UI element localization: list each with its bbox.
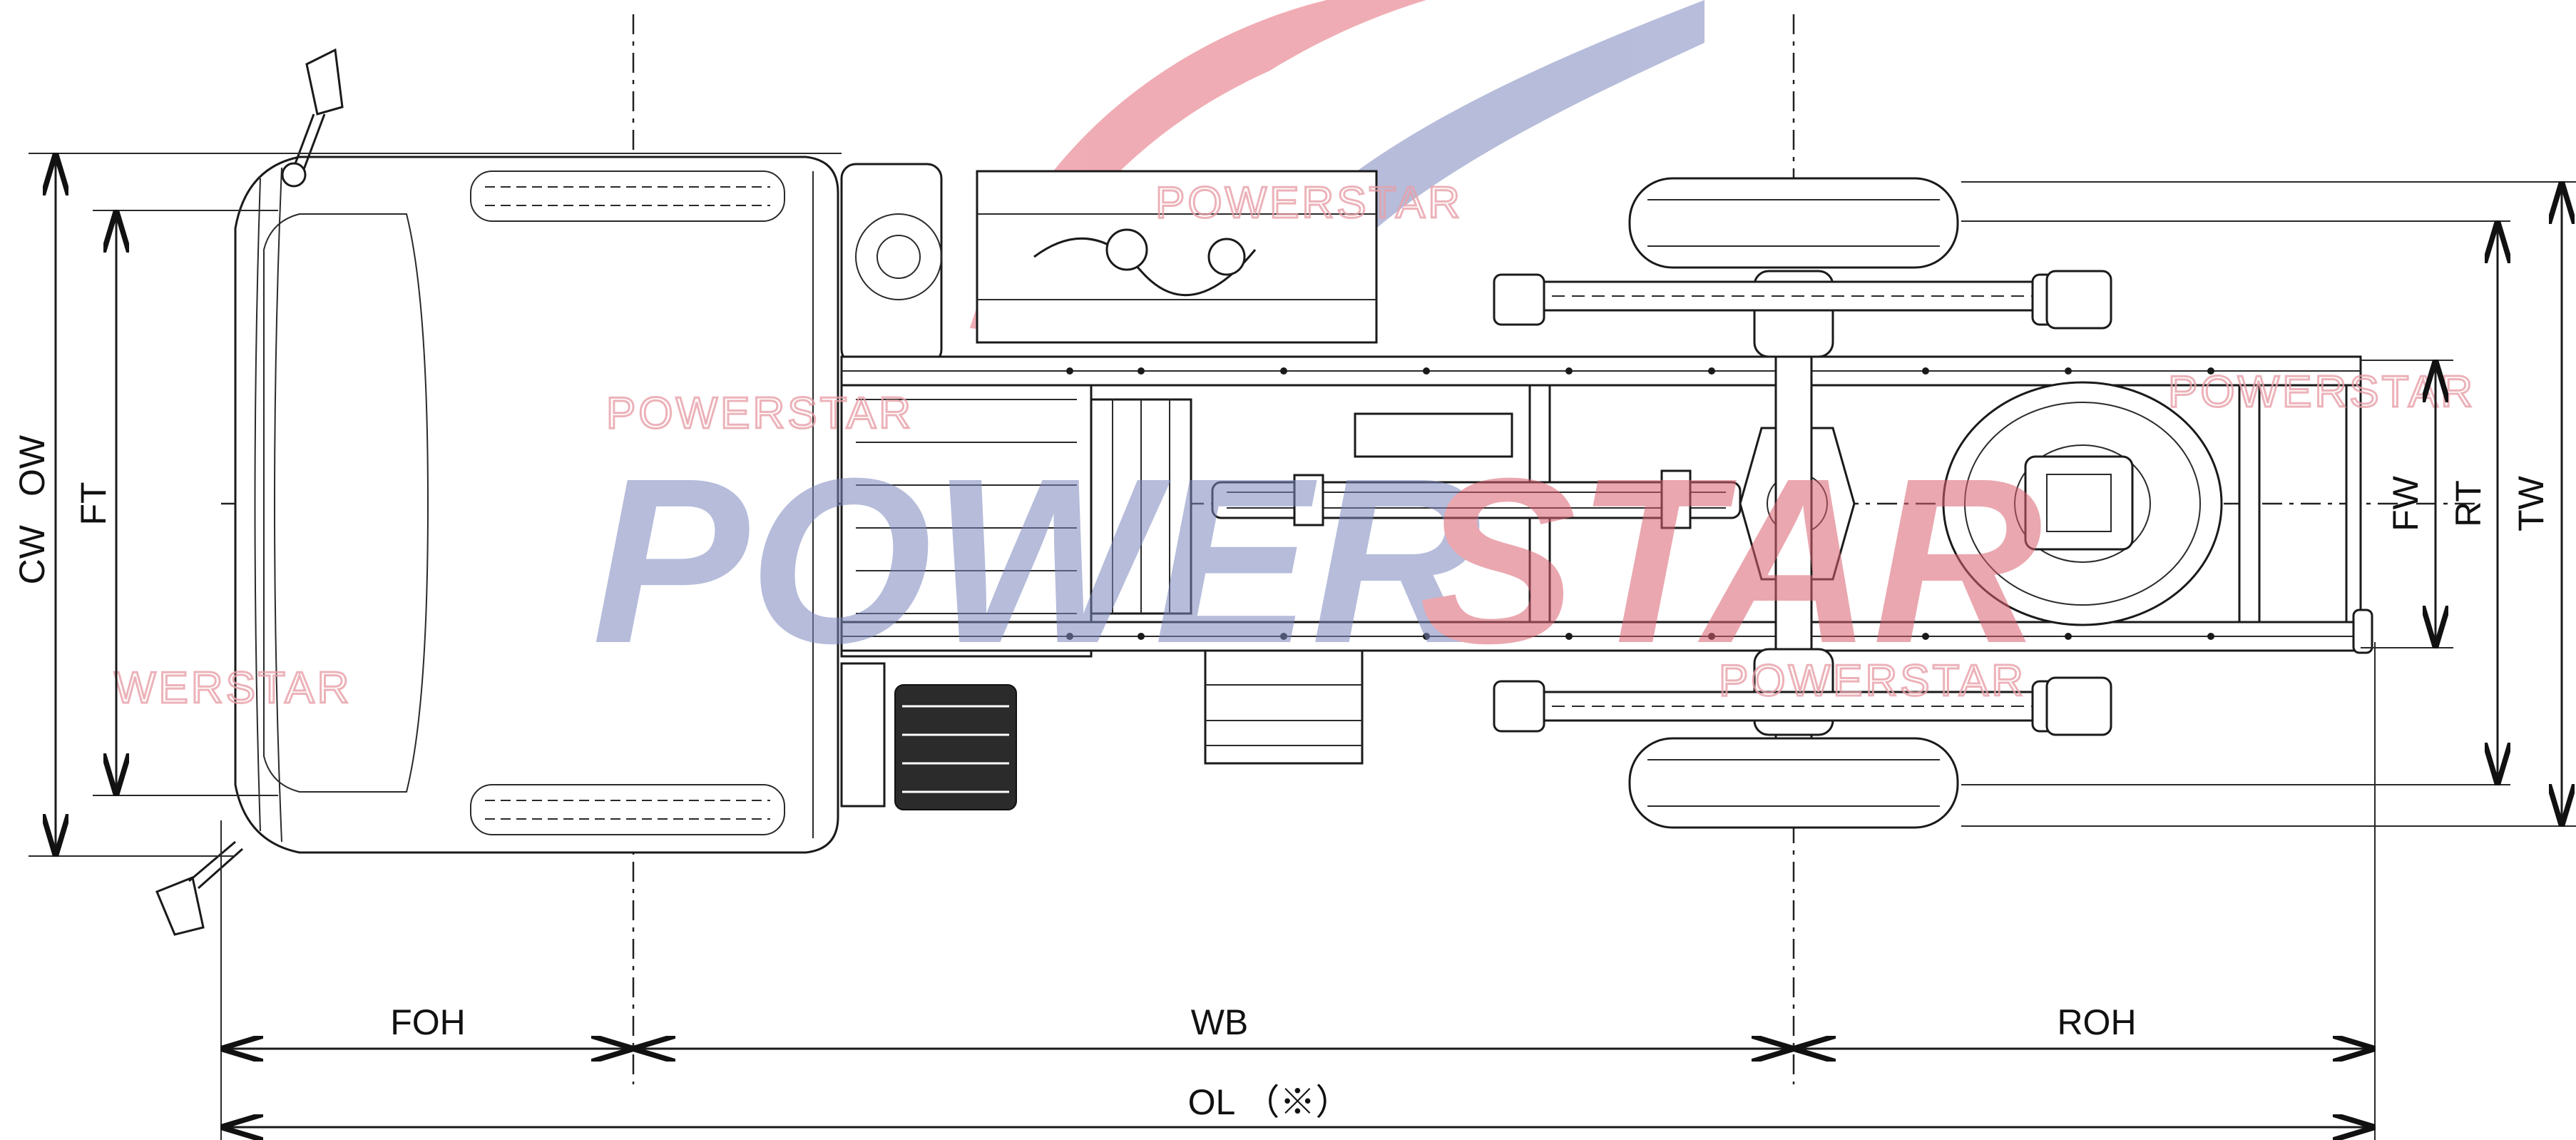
ow-label: OW <box>12 434 52 497</box>
watermark-power: POWER <box>592 429 1481 692</box>
roh-label: ROH <box>2057 1002 2136 1042</box>
watermark-star: STAR <box>1419 429 2043 692</box>
foh-label: FOH <box>390 1002 466 1042</box>
battery-box <box>1204 648 1364 765</box>
watermark-small-4: POWERSTAR <box>1719 656 2026 706</box>
watermark-small-5: WERSTAR <box>114 663 352 713</box>
engine <box>840 163 1192 658</box>
cw-ow-label-group: CW OW <box>12 434 52 584</box>
watermark-small-labels: POWERSTAR POWERSTAR POWERSTAR POWERSTAR … <box>113 178 2475 714</box>
watermark-text: POWER STAR <box>592 429 2043 692</box>
left-vertical-dimensions <box>56 155 116 855</box>
spare-wheel <box>1942 381 2223 626</box>
fuel-tank <box>976 170 1378 344</box>
tw-label: TW <box>2511 475 2551 531</box>
rear-wheel-lower <box>1628 737 1959 829</box>
cab <box>234 156 839 854</box>
ft-label: FT <box>73 482 113 525</box>
fw-label: FW <box>2386 475 2426 531</box>
propeller-shaft <box>1211 469 1742 529</box>
watermark-small-2: POWERSTAR <box>606 389 914 438</box>
left-mirror <box>281 48 344 188</box>
watermark-small-1: POWERSTAR <box>1155 178 1463 228</box>
right-vertical-dimensions <box>2436 183 2562 825</box>
cw-label: CW <box>12 524 52 584</box>
horizontal-dimensions <box>223 1049 2373 1127</box>
ol-label: OL （※） <box>1188 1082 1351 1122</box>
wb-label: WB <box>1191 1002 1249 1042</box>
leaf-springs-lower <box>1493 676 2112 736</box>
radiator <box>840 662 1017 810</box>
watermark-small-3: POWERSTAR <box>2168 367 2475 417</box>
chassis-frame <box>840 355 2373 654</box>
rt-label: RT <box>2448 480 2488 527</box>
rear-wheel-upper <box>1628 177 1959 269</box>
leaf-springs-upper <box>1493 270 2112 330</box>
